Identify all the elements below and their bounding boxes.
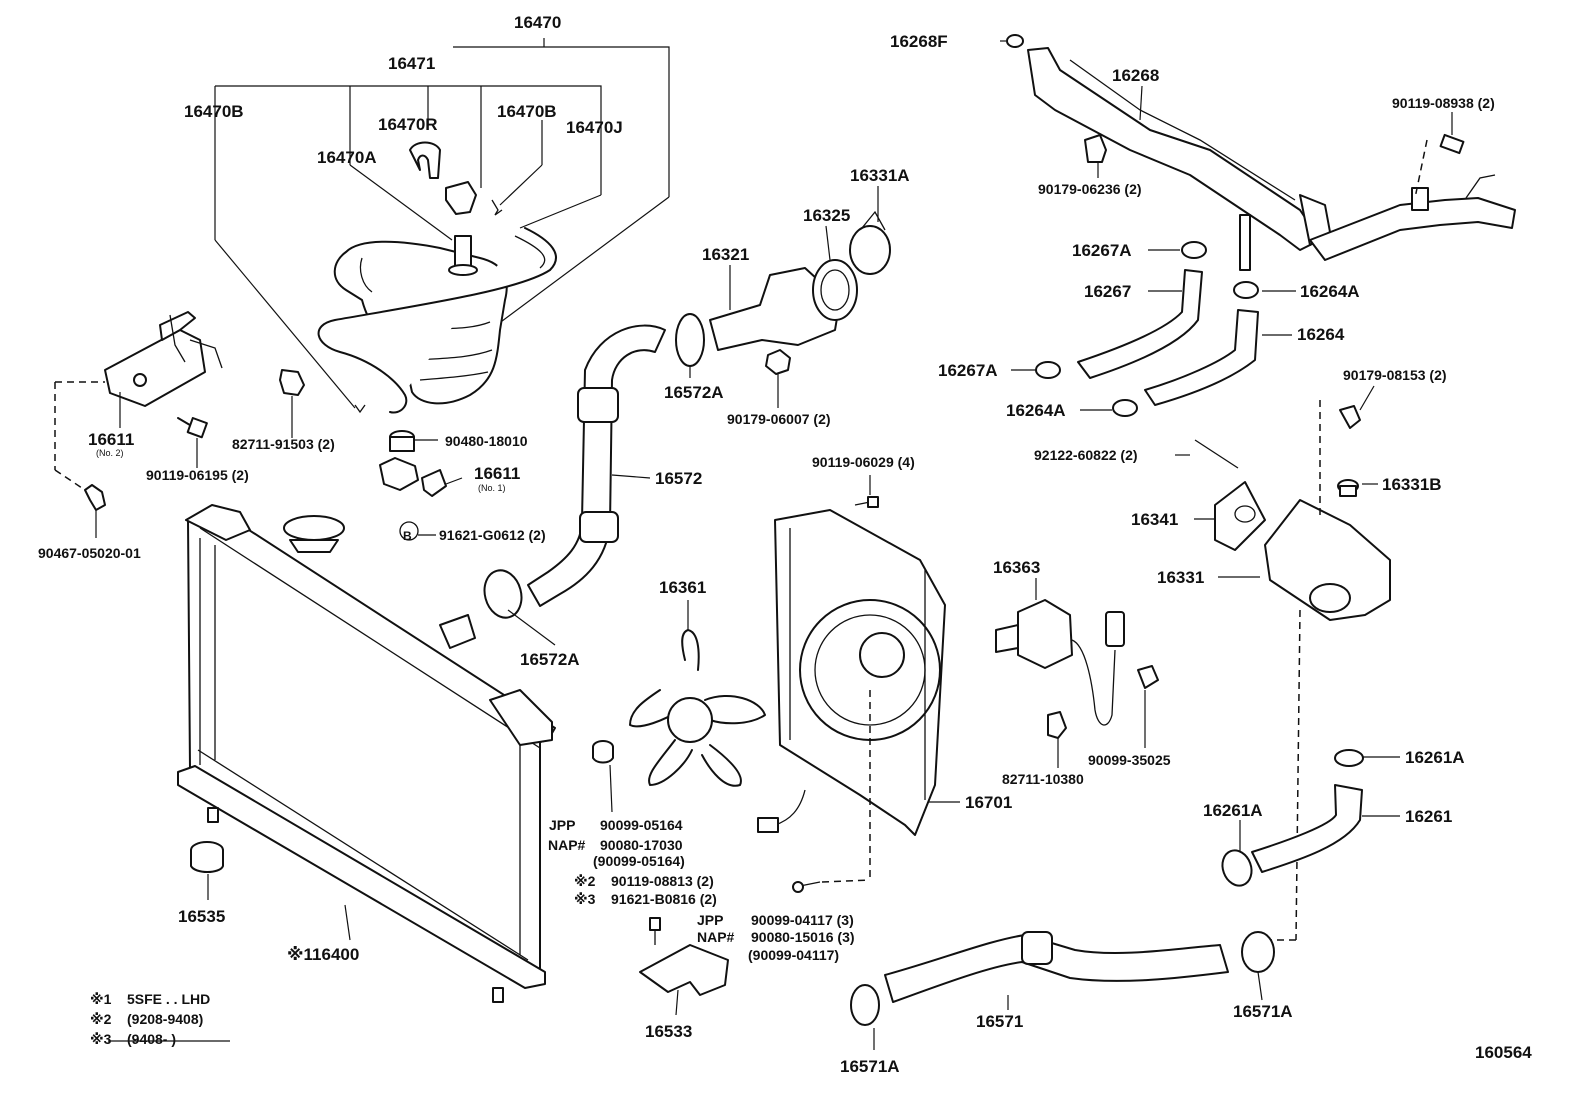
label-16325: 16325 xyxy=(803,206,850,225)
label-91621-g0612: 91621-G0612 (2) xyxy=(439,527,546,543)
reservoir-group xyxy=(214,38,670,414)
label-16611-upper-note: (No. 2) xyxy=(96,448,124,458)
water-pipe-16268 xyxy=(1006,34,1516,271)
label-16572a-lower: 16572A xyxy=(520,650,580,669)
label-16331: 16331 xyxy=(1157,568,1204,587)
label-16331a: 16331A xyxy=(850,166,910,185)
code1-jpp: JPP xyxy=(549,817,575,833)
label-16268: 16268 xyxy=(1112,66,1159,85)
code2-jpp: JPP xyxy=(697,912,723,928)
label-16261: 16261 xyxy=(1405,807,1452,826)
lower-hose-16571 xyxy=(850,931,1275,1026)
hose-16261 xyxy=(1221,749,1364,887)
code1-nap: NAP# xyxy=(548,837,586,853)
label-16611-upper: 16611 xyxy=(88,430,134,449)
code1-alt-no: (90099-05164) xyxy=(593,853,685,869)
legend-m2: ※2 xyxy=(90,1011,112,1027)
label-16264a-upper: 16264A xyxy=(1300,282,1360,301)
label-16533: 16533 xyxy=(645,1022,692,1041)
water-outlet-16331 xyxy=(1194,400,1391,941)
label-16572: 16572 xyxy=(655,469,702,488)
label-16470r: 16470R xyxy=(378,115,438,134)
label-16470: 16470 xyxy=(514,13,561,32)
code1-jpp-no: 90099-05164 xyxy=(600,817,683,833)
label-16267a-upper: 16267A xyxy=(1072,241,1132,260)
fan-shroud-16701 xyxy=(757,496,946,893)
bracket-16533 xyxy=(639,917,729,996)
label-82711-10380: 82711-10380 xyxy=(1002,771,1084,787)
label-16400: ※116400 xyxy=(287,945,359,964)
legend-m1-text: 5SFE . . LHD xyxy=(127,991,210,1007)
bracket-16611-no2 xyxy=(54,311,305,511)
code1-m2: ※2 xyxy=(574,873,596,889)
bracket-16611-no1 xyxy=(379,430,447,541)
label-16571a-right: 16571A xyxy=(1233,1002,1293,1021)
fan-motor-16363 xyxy=(995,599,1159,739)
mount-cushion-16535 xyxy=(190,841,224,873)
label-16611-lower-note: (No. 1) xyxy=(478,483,506,493)
label-90179-06236: 90179-06236 (2) xyxy=(1038,181,1142,197)
upper-hose-16572 xyxy=(483,313,705,619)
label-90480-18010: 90480-18010 xyxy=(445,433,528,449)
label-16268f: 16268F xyxy=(890,32,948,51)
label-16470b-left: 16470B xyxy=(184,102,244,121)
legend-m3-text: (9408- ) xyxy=(127,1031,176,1047)
label-16264a-lower: 16264A xyxy=(1006,401,1066,420)
label-90179-08153: 90179-08153 (2) xyxy=(1343,367,1447,383)
label-16470b-right: 16470B xyxy=(497,102,557,121)
code1-m3: ※3 xyxy=(574,891,596,907)
code2-nap: NAP# xyxy=(697,929,735,945)
part-labels: 16470 16471 16470B 16470R 16470B 16470J … xyxy=(38,13,1495,1076)
water-inlet-group xyxy=(709,210,891,375)
label-16267a-lower: 16267A xyxy=(938,361,998,380)
label-16470j: 16470J xyxy=(566,118,623,137)
label-90119-08938: 90119-08938 (2) xyxy=(1392,95,1495,111)
label-16701: 16701 xyxy=(965,793,1012,812)
radiator xyxy=(177,504,556,1003)
codes-block-fan-nut: JPP 90099-05164 NAP# 90080-17030 (90099-… xyxy=(548,817,717,907)
label-92122-60822: 92122-60822 (2) xyxy=(1034,447,1138,463)
code2-jpp-no: 90099-04117 (3) xyxy=(751,912,854,928)
label-16611-lower: 16611 xyxy=(474,464,520,483)
label-16572a-upper: 16572A xyxy=(664,383,724,402)
circle-b-marker: B xyxy=(403,529,412,543)
label-16267: 16267 xyxy=(1084,282,1131,301)
label-82711-91503: 82711-91503 (2) xyxy=(232,436,335,452)
code1-nap-no: 90080-17030 xyxy=(600,837,683,853)
label-16471: 16471 xyxy=(388,54,435,73)
codes-block-shroud-bolt: JPP 90099-04117 (3) NAP# 90080-15016 (3)… xyxy=(697,912,855,963)
legend-m3: ※3 xyxy=(90,1031,112,1047)
diagram-id: 160564 xyxy=(1475,1043,1532,1062)
label-90179-06007: 90179-06007 (2) xyxy=(727,411,831,427)
legend-m2-text: (9208-9408) xyxy=(127,1011,203,1027)
label-16264: 16264 xyxy=(1297,325,1345,344)
code2-alt-no: (90099-04117) xyxy=(748,947,839,963)
label-16535: 16535 xyxy=(178,907,225,926)
bypass-hoses xyxy=(1035,241,1259,417)
label-16261a-left: 16261A xyxy=(1203,801,1263,820)
code2-nap-no: 90080-15016 (3) xyxy=(751,929,855,945)
label-90467: 90467-05020-01 xyxy=(38,545,141,561)
label-16341: 16341 xyxy=(1131,510,1178,529)
label-16470a: 16470A xyxy=(317,148,377,167)
label-90099-35025: 90099-35025 xyxy=(1088,752,1171,768)
label-90119-06029: 90119-06029 (4) xyxy=(812,454,915,470)
label-16571: 16571 xyxy=(976,1012,1023,1031)
label-16261a-right: 16261A xyxy=(1405,748,1465,767)
legend: ※1 5SFE . . LHD ※2 (9208-9408) ※3 (9408-… xyxy=(90,991,210,1047)
fan-16361 xyxy=(592,629,766,787)
label-90119-06195: 90119-06195 (2) xyxy=(146,467,249,483)
code1-m3-no: 91621-B0816 (2) xyxy=(611,891,717,907)
label-16361: 16361 xyxy=(659,578,706,597)
label-16331b: 16331B xyxy=(1382,475,1442,494)
legend-m1: ※1 xyxy=(90,991,112,1007)
code1-m2-no: 90119-08813 (2) xyxy=(611,873,714,889)
label-16321: 16321 xyxy=(702,245,749,264)
leader-lines xyxy=(95,40,1453,1050)
label-16363: 16363 xyxy=(993,558,1040,577)
label-16571a-lower: 16571A xyxy=(840,1057,900,1076)
